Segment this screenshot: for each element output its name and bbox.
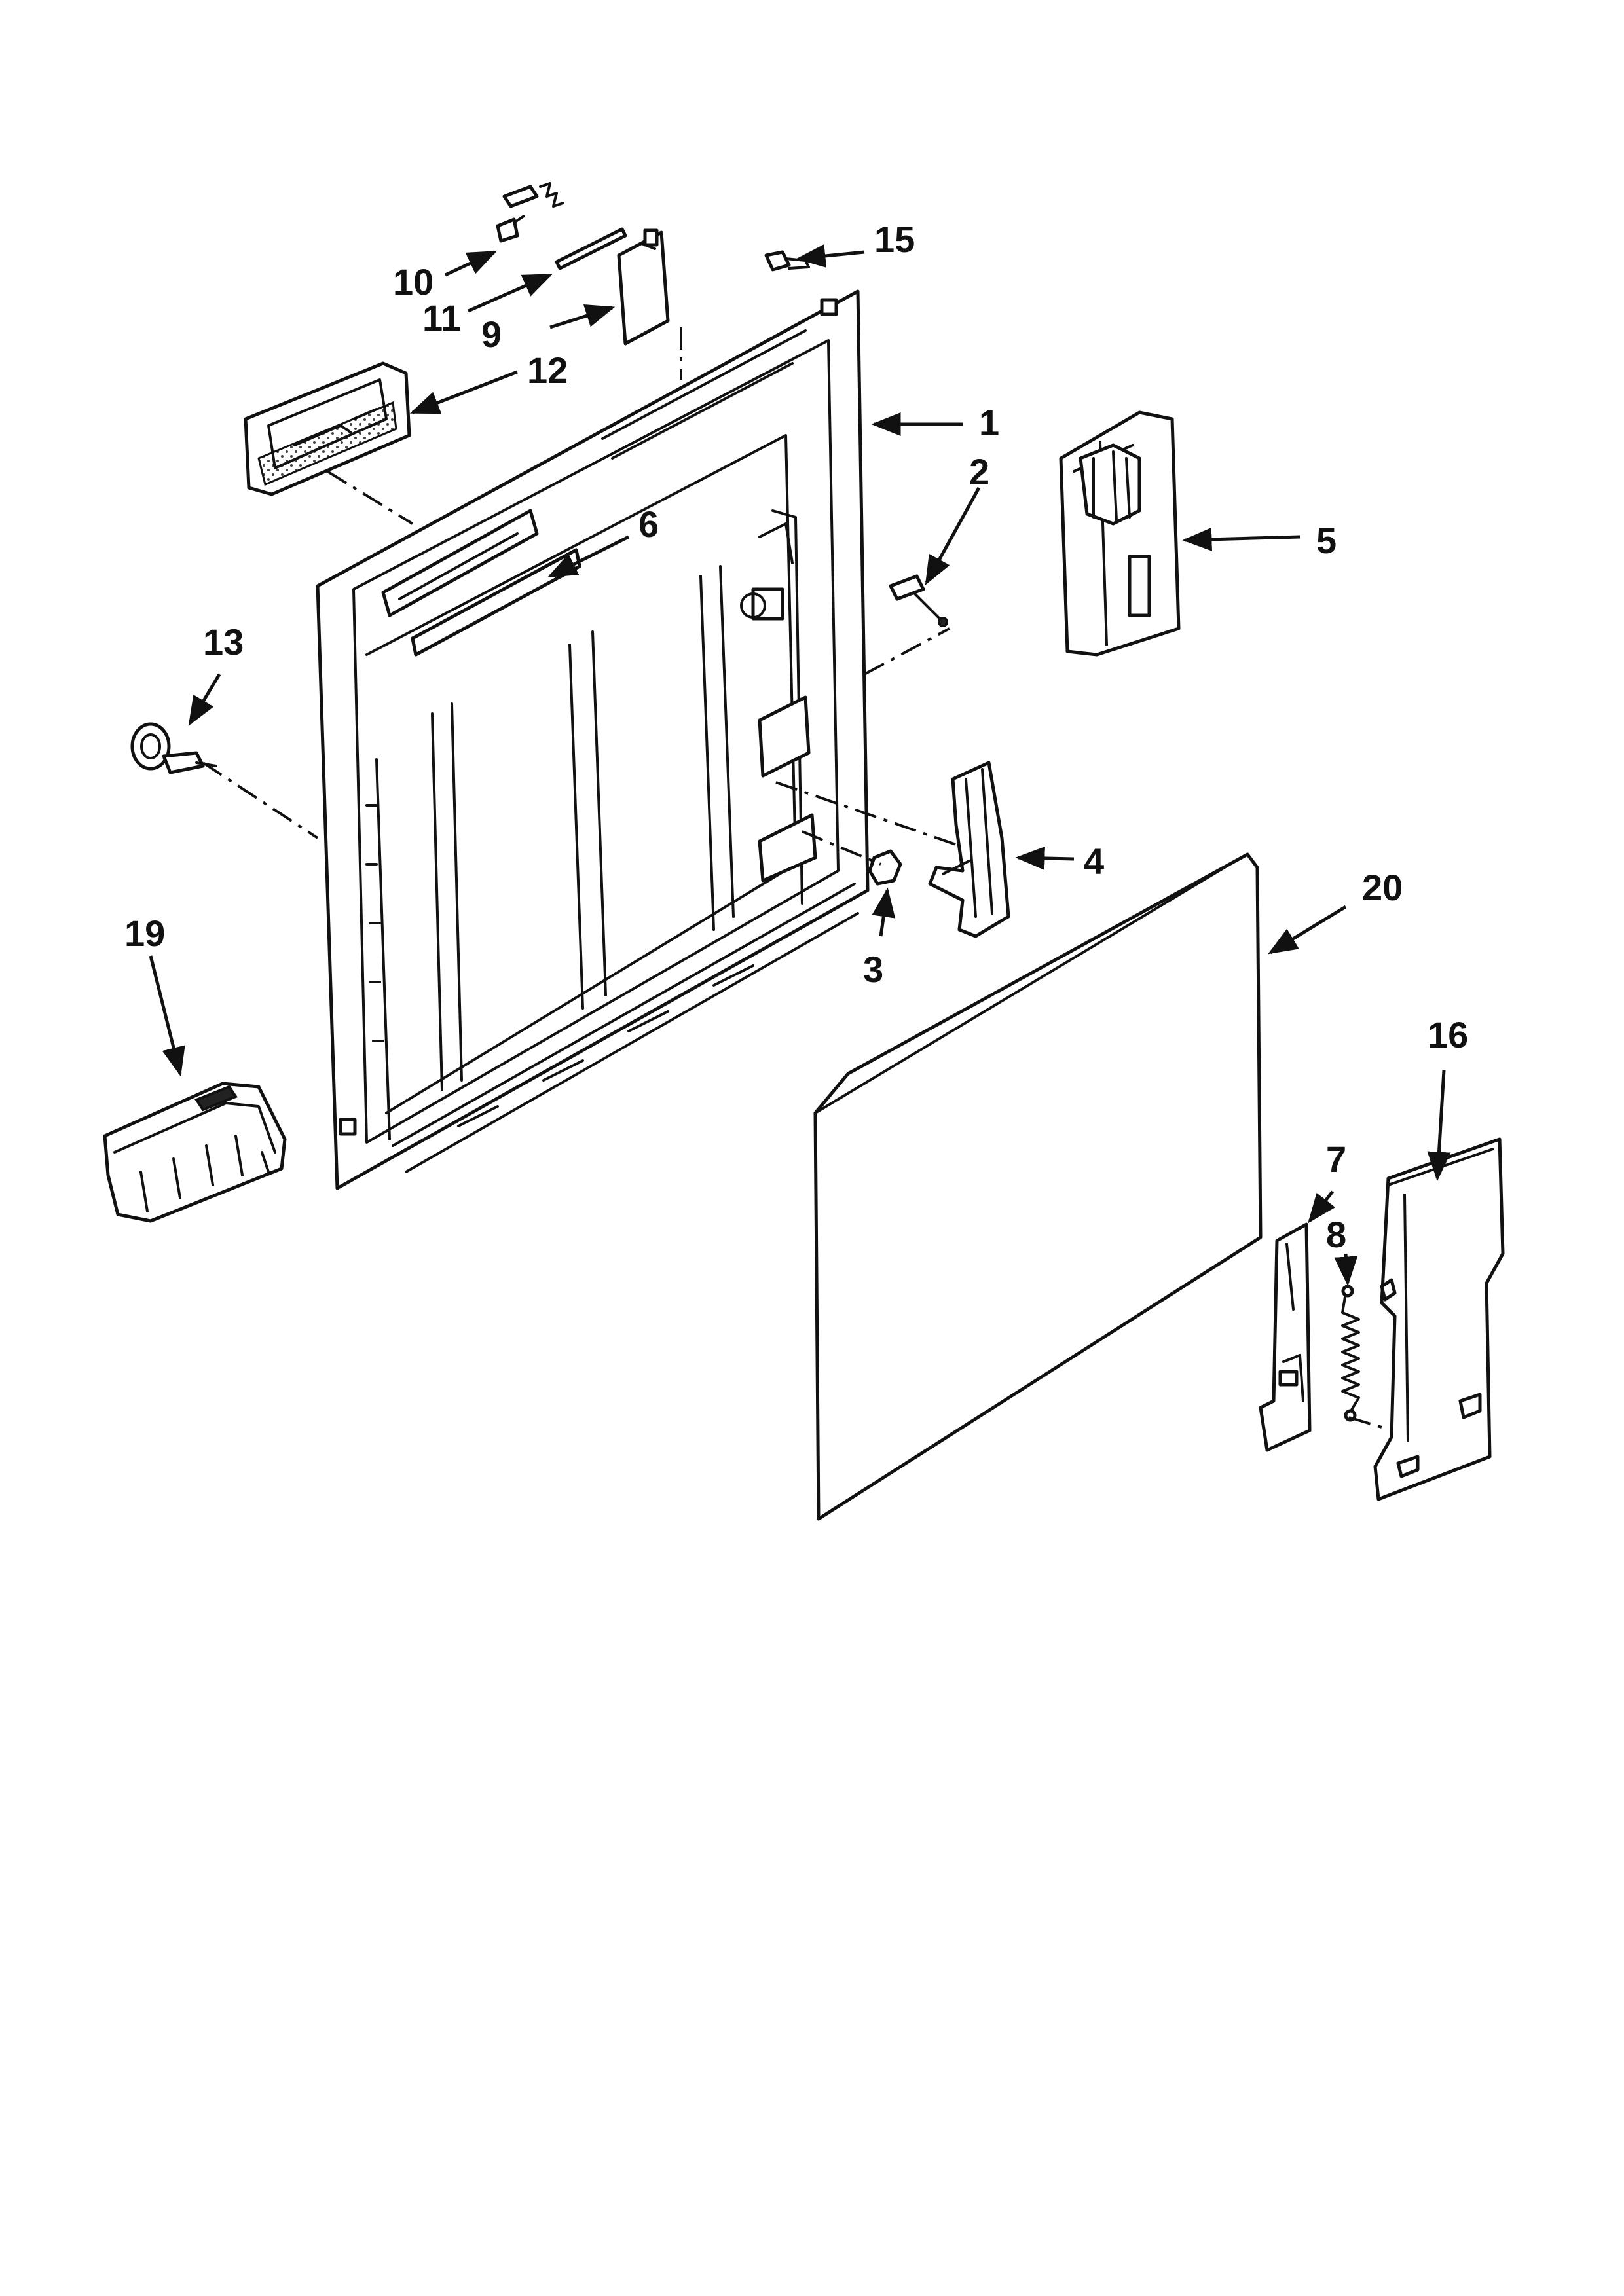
callout-labels: 1 2 3 4 5 6 7 8 9 10 11 12 13 15 16 19 2… [124, 219, 1468, 1255]
assembly-lines [202, 327, 1382, 1429]
callout-4: 4 [1084, 841, 1104, 882]
callout-2: 2 [969, 451, 989, 492]
part-8-spring [1341, 1285, 1360, 1422]
callout-12: 12 [527, 350, 568, 391]
callout-8: 8 [1326, 1214, 1346, 1255]
callout-5: 5 [1316, 520, 1337, 561]
leader-arrows [149, 244, 1451, 1286]
callout-3: 3 [863, 949, 883, 990]
part-13-roller [130, 722, 217, 774]
callout-7: 7 [1326, 1139, 1346, 1180]
part-16-side-panel [1373, 1137, 1505, 1501]
part-10-spring-bracket [502, 182, 564, 208]
part-7-slide-bracket [1259, 1222, 1312, 1452]
callout-16: 16 [1428, 1014, 1468, 1055]
part-11-rod [555, 227, 627, 270]
callout-15: 15 [874, 219, 915, 260]
callout-13: 13 [203, 621, 244, 663]
part-3-nut [868, 849, 902, 886]
part-6-strip [411, 548, 581, 657]
part-9-cover [617, 228, 670, 346]
callout-1: 1 [979, 402, 999, 443]
part-2-hinge-pin [889, 574, 948, 627]
part-5-latch-housing [1059, 410, 1181, 657]
callout-6: 6 [638, 503, 659, 545]
part-20-door-panel [813, 852, 1263, 1521]
part-19-end-cap [103, 1082, 287, 1223]
callout-20: 20 [1362, 867, 1403, 908]
callout-10: 10 [393, 261, 434, 302]
callout-9: 9 [481, 314, 502, 355]
part-12-handle [244, 361, 411, 496]
part-15-screw [764, 250, 810, 272]
part-4-latch-bracket [928, 761, 1010, 938]
part-10-screw [496, 215, 525, 243]
callout-19: 19 [124, 913, 165, 954]
callout-11: 11 [422, 297, 461, 338]
